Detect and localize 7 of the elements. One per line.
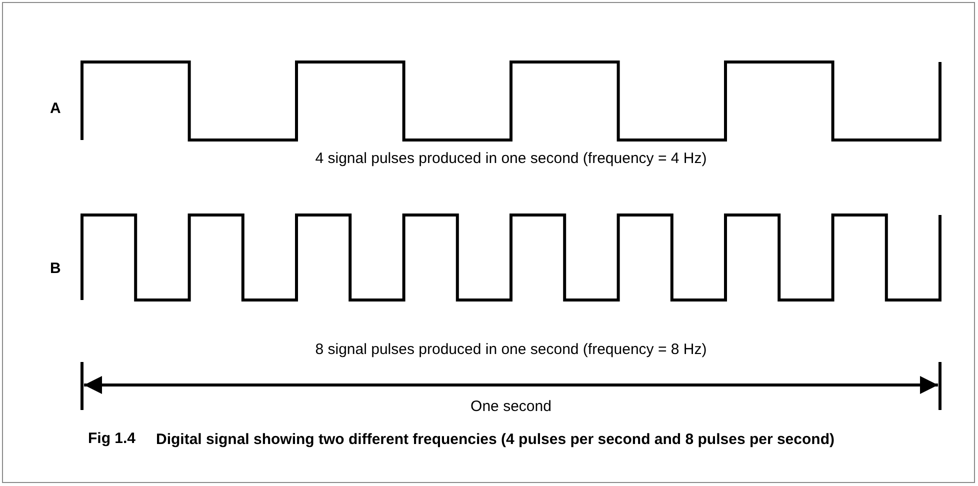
signal-description: 8 signal pulses produced in one second (frequency = 8 Hz) bbox=[314, 341, 708, 360]
signal-label: B bbox=[50, 260, 61, 279]
figure-caption: Digital signal showing two different frequencies (4 pulses per second and 8 pulses per second) bbox=[156, 430, 836, 450]
signal-label: A bbox=[50, 100, 61, 119]
dimension-label: One second bbox=[470, 398, 552, 417]
figure-number: Fig 1.4 bbox=[88, 430, 136, 449]
signal-description: 4 signal pulses produced in one second (frequency = 4 Hz) bbox=[314, 150, 708, 169]
